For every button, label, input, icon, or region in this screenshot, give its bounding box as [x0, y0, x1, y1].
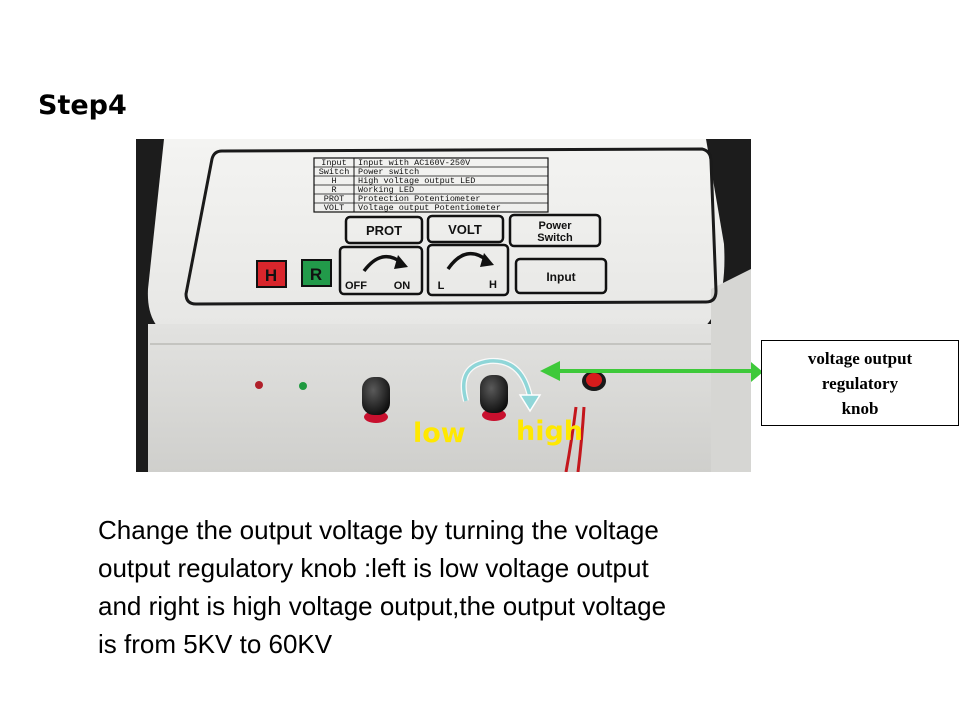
r-led-text: R [310, 265, 322, 284]
label-value-switch: Power switch [358, 167, 419, 177]
description-line-2: output regulatory knob :left is low volt… [98, 553, 649, 583]
rotation-arrow [462, 359, 532, 402]
h-led-text: H [265, 266, 277, 285]
prot-scale-box [338, 245, 424, 296]
output-cable [564, 406, 578, 472]
label-key-switch: Switch [319, 167, 350, 177]
label-key-r: R [331, 185, 336, 195]
volt-knob-body [480, 375, 508, 413]
callout-arrow-left-head [540, 361, 560, 381]
description-line-4: is from 5KV to 60KV [98, 629, 333, 659]
prot-knob [362, 377, 390, 423]
front-red-led [255, 381, 263, 389]
prot-scale-off: OFF [345, 280, 367, 292]
volt-knob [480, 375, 508, 421]
h-led-label [256, 260, 287, 288]
volt-scale-h: H [489, 279, 497, 291]
r-led-label [301, 259, 332, 287]
volt-scale-box [426, 243, 510, 297]
device-photo: Input Input with AC160V-250V Switch Powe… [136, 139, 751, 472]
callout-line-2: regulatory [821, 373, 899, 393]
prot-label: PROT [366, 223, 402, 238]
description-line-1: Change the output voltage by turning the… [98, 515, 659, 545]
prot-label-box [344, 215, 424, 245]
label-value-r: Working LED [358, 185, 414, 195]
volt-scale-l: L [438, 280, 445, 292]
power-label-line1: Power [538, 220, 572, 232]
label-value-h: High voltage output LED [358, 176, 475, 186]
input-label: Input [546, 270, 575, 284]
volt-scale-arrowhead [480, 253, 494, 267]
input-label-box [514, 257, 608, 295]
device-photo-drawing: Input Input with AC160V-250V Switch Powe… [136, 139, 751, 472]
callout-line-3: knob [841, 398, 879, 418]
label-key-input: Input [321, 158, 347, 168]
callout-arrow-right-head [751, 362, 763, 382]
step-title: Step4 [38, 90, 127, 121]
power-switch-label-box [508, 213, 602, 248]
label-key-volt: VOLT [324, 203, 344, 213]
power-label-line2: Switch [537, 232, 573, 244]
callout-line-1: voltage output [807, 348, 913, 368]
label-key-h: H [331, 176, 336, 186]
prot-knob-body [362, 377, 390, 415]
label-table: Input Input with AC160V-250V Switch Powe… [313, 157, 549, 213]
label-value-input: Input with AC160V-250V [358, 158, 471, 168]
box-top [147, 139, 725, 339]
description-line-3: and right is high voltage output,the out… [98, 591, 667, 621]
output-cable-2 [576, 406, 586, 472]
label-value-volt: Voltage output Potentiometer [358, 203, 501, 213]
label-panel-outline [184, 147, 718, 306]
callout-arrow-right [751, 362, 763, 382]
high-label: high [516, 416, 584, 447]
low-label: low [413, 418, 466, 449]
volt-label-box [426, 214, 505, 244]
volt-label: VOLT [448, 222, 482, 237]
rotation-arrowhead [518, 394, 542, 413]
voltage-knob-callout: voltage output regulatory knob [761, 340, 959, 426]
box-front [148, 324, 711, 472]
power-switch [586, 373, 602, 387]
label-value-prot: Protection Potentiometer [358, 194, 480, 204]
panel-buttons: PROT VOLT Power Switch Input H R OFF ON … [256, 213, 608, 297]
prot-scale-on: ON [394, 280, 411, 292]
front-green-led [299, 382, 307, 390]
step-description: Change the output voltage by turning the… [98, 511, 898, 663]
label-key-prot: PROT [324, 194, 344, 204]
prot-scale-arrowhead [394, 255, 408, 269]
